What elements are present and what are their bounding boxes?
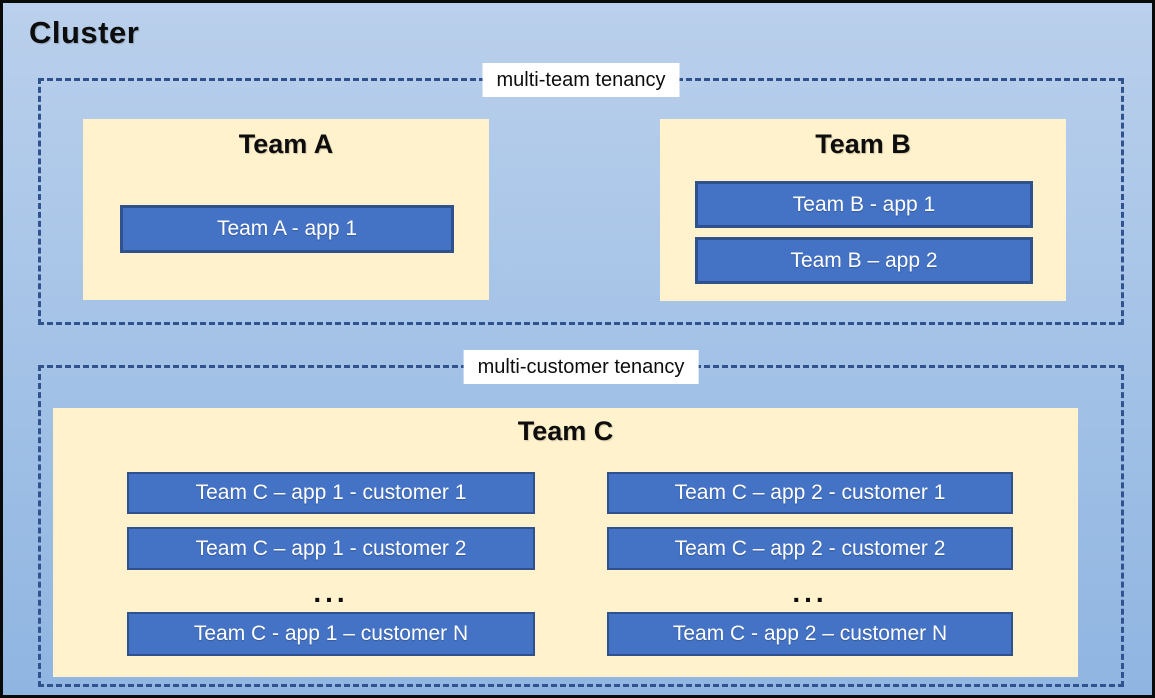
team-a-box: Team A Team A - app 1: [83, 119, 489, 300]
team-c-app1-ellipsis: ...: [313, 577, 349, 608]
team-b-box: Team B Team B - app 1 Team B – app 2: [660, 119, 1066, 301]
team-b-app-2-box: Team B – app 2: [695, 237, 1033, 284]
team-c-app1-customer-n-box: Team C - app 1 – customer N: [127, 612, 535, 656]
cluster-title: Cluster: [29, 15, 140, 50]
team-c-app1-customer-1-box: Team C – app 1 - customer 1: [127, 472, 535, 514]
team-a-app-1-box: Team A - app 1: [120, 205, 454, 253]
team-c-app2-customer-2-box: Team C – app 2 - customer 2: [607, 527, 1013, 570]
team-c-title: Team C: [517, 416, 614, 446]
multi-customer-tenancy-label: multi-customer tenancy: [463, 349, 699, 384]
team-c-app1-customer-2-box: Team C – app 1 - customer 2: [127, 527, 535, 570]
team-c-app2-customer-1-box: Team C – app 2 - customer 1: [607, 472, 1013, 514]
multi-team-tenancy-region: multi-team tenancy: [38, 62, 1124, 325]
team-c-app2-ellipsis: ...: [792, 577, 828, 608]
team-b-app-1-box: Team B - app 1: [695, 181, 1033, 228]
team-c-app2-customer-n-box: Team C - app 2 – customer N: [607, 612, 1013, 656]
team-b-title: Team B: [815, 129, 911, 159]
team-a-title: Team A: [238, 129, 334, 159]
multi-team-tenancy-label: multi-team tenancy: [482, 62, 680, 97]
team-c-box: Team C Team C – app 1 - customer 1 Team …: [53, 408, 1078, 677]
multi-customer-tenancy-region: multi-customer tenancy: [38, 349, 1124, 687]
